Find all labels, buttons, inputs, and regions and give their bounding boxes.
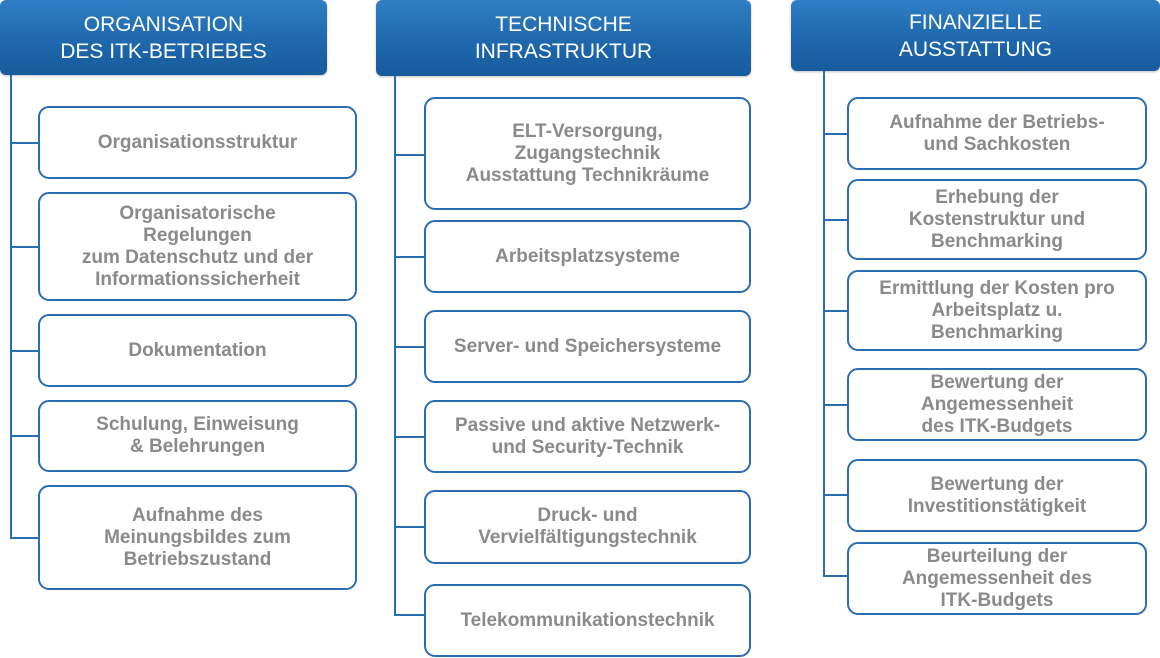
item-netzwerk-security: Passive und aktive Netzwerk- und Securit… [424, 400, 751, 473]
connector-branch [394, 614, 424, 616]
connector-branch [394, 154, 424, 156]
item-angemessenheit-budget: Bewertung der Angemessenheit des ITK-Bud… [847, 368, 1147, 441]
connector-branch [394, 436, 424, 438]
item-meinungsbild: Aufnahme des Meinungsbildes zum Betriebs… [38, 485, 357, 590]
item-organisationsstruktur: Organisationsstruktur [38, 106, 357, 179]
item-kostenstruktur: Erhebung der Kostenstruktur und Benchmar… [847, 179, 1147, 260]
item-telekommunikation: Telekommunikationstechnik [424, 584, 751, 657]
header-organisation: ORGANISATION DES ITK-BETRIEBES [0, 0, 327, 75]
connector-branch [823, 219, 847, 221]
connector-branch [394, 256, 424, 258]
item-investitionstaetigkeit: Bewertung der Investitionstätigkeit [847, 459, 1147, 532]
item-elt-versorgung: ELT-Versorgung, Zugangstechnik Ausstattu… [424, 97, 751, 210]
connector-branch [10, 435, 38, 437]
connector-branch [394, 346, 424, 348]
item-arbeitsplatzsysteme: Arbeitsplatzsysteme [424, 220, 751, 293]
connector-trunk-organisation [10, 75, 12, 539]
item-betriebs-sachkosten: Aufnahme der Betriebs- und Sachkosten [847, 97, 1147, 170]
item-kosten-arbeitsplatz: Ermittlung der Kosten pro Arbeitsplatz u… [847, 270, 1147, 351]
header-technische-infrastruktur: TECHNISCHE INFRASTRUKTUR [376, 0, 751, 76]
item-organisatorische-regelungen: Organisatorische Regelungen zum Datensch… [38, 192, 357, 301]
connector-branch [10, 142, 38, 144]
connector-branch [10, 350, 38, 352]
connector-branch [823, 133, 847, 135]
item-beurteilung-budget: Beurteilung der Angemessenheit des ITK-B… [847, 542, 1147, 615]
connector-trunk-finanzen [823, 71, 825, 577]
connector-branch [823, 310, 847, 312]
item-druck-vervielfaeltigung: Druck- und Vervielfältigungstechnik [424, 490, 751, 564]
connector-branch [823, 494, 847, 496]
connector-branch [10, 537, 38, 539]
item-server-speicher: Server- und Speichersysteme [424, 310, 751, 383]
connector-branch [394, 526, 424, 528]
item-dokumentation: Dokumentation [38, 314, 357, 387]
connector-branch [823, 404, 847, 406]
item-schulung: Schulung, Einweisung & Belehrungen [38, 400, 357, 472]
connector-branch [10, 246, 38, 248]
connector-branch [823, 575, 847, 577]
header-finanzielle-ausstattung: FINANZIELLE AUSSTATTUNG [791, 0, 1160, 71]
